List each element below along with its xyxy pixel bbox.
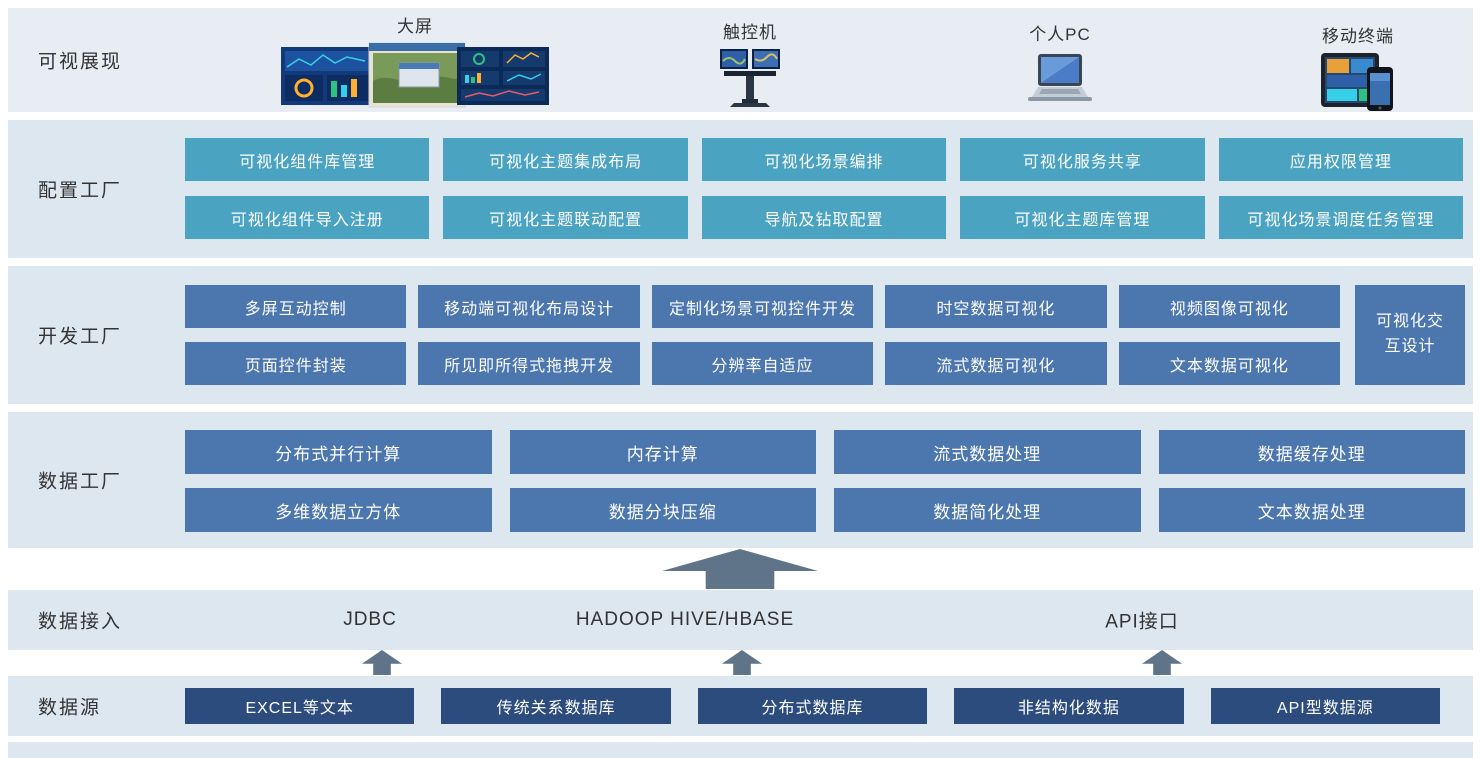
- config-module: 可视化场景编排: [701, 138, 947, 181]
- touch-kiosk-icon: [720, 49, 780, 107]
- config-module: 可视化组件库管理: [185, 138, 430, 181]
- dev-module: 页面控件封装: [185, 342, 407, 385]
- config-module: 可视化服务共享: [960, 138, 1205, 181]
- data-source-row: EXCEL等文本 传统关系数据库 分布式数据库 非结构化数据 API型数据源: [185, 688, 1441, 724]
- config-module: 可视化主题库管理: [960, 196, 1205, 239]
- device-mobile-terminal: 移动终端: [1310, 22, 1406, 111]
- big-screen-icon: [281, 42, 549, 108]
- dev-module: 多屏互动控制: [185, 285, 407, 328]
- data-module: 文本数据处理: [1158, 488, 1465, 532]
- device-big-screen: 大屏: [276, 12, 554, 111]
- data-module: 数据简化处理: [834, 488, 1141, 532]
- dev-factory-band: 开发工厂 多屏互动控制 移动端可视化布局设计 定制化场景可视控件开发 时空数据可…: [8, 266, 1473, 404]
- small-up-arrow-icon: [362, 650, 402, 675]
- data-access-band: 数据接入 JDBC HADOOP HIVE/HBASE API接口: [8, 590, 1473, 650]
- access-item-api: API接口: [1105, 611, 1179, 633]
- visual-display-band: 可视展现 大屏: [8, 8, 1473, 112]
- dev-module: 视频图像可视化: [1118, 285, 1341, 328]
- dev-module: 流式数据可视化: [885, 342, 1107, 385]
- device-big-screen-label: 大屏: [397, 17, 433, 36]
- config-module: 可视化组件导入注册: [185, 196, 430, 239]
- source-module: API型数据源: [1210, 688, 1441, 724]
- dev-factory-label: 开发工厂: [38, 326, 123, 348]
- access-item-jdbc: JDBC: [343, 609, 397, 630]
- dev-module: 时空数据可视化: [885, 285, 1107, 328]
- data-factory-row-1: 分布式并行计算 内存计算 流式数据处理 数据缓存处理: [185, 430, 1465, 474]
- data-module: 数据缓存处理: [1158, 430, 1465, 474]
- source-module: 分布式数据库: [697, 688, 928, 724]
- data-factory-band: 数据工厂 分布式并行计算 内存计算 流式数据处理 数据缓存处理 多维数据立方体 …: [8, 412, 1473, 548]
- config-factory-band: 配置工厂 可视化组件库管理 可视化主题集成布局 可视化场景编排 可视化服务共享 …: [8, 120, 1473, 258]
- tablet-phone-icon: [1321, 53, 1393, 111]
- dev-module: 所见即所得式拖拽开发: [418, 342, 640, 385]
- data-module: 多维数据立方体: [185, 488, 492, 532]
- dev-factory-row-2: 页面控件封装 所见即所得式拖拽开发 分辨率自适应 流式数据可视化 文本数据可视化: [185, 342, 1341, 385]
- config-module: 应用权限管理: [1218, 138, 1464, 181]
- data-factory-label: 数据工厂: [38, 471, 123, 493]
- access-item-hadoop: HADOOP HIVE/HBASE: [575, 609, 795, 630]
- footer-strip: [8, 742, 1473, 758]
- config-module: 可视化主题集成布局: [443, 138, 688, 181]
- device-touch-kiosk: 触控机: [708, 18, 792, 109]
- data-module: 流式数据处理: [834, 430, 1141, 474]
- device-touch-kiosk-label: 触控机: [723, 23, 777, 42]
- source-module: 传统关系数据库: [441, 688, 671, 724]
- data-source-label: 数据源: [38, 697, 102, 719]
- data-access-label: 数据接入: [38, 611, 123, 633]
- laptop-icon: [1028, 54, 1092, 101]
- device-personal-pc: 个人PC: [1016, 20, 1104, 103]
- small-up-arrow-icon: [1142, 650, 1182, 675]
- source-module: 非结构化数据: [954, 688, 1184, 724]
- small-up-arrow-icon: [722, 650, 762, 675]
- config-module: 可视化场景调度任务管理: [1218, 196, 1464, 239]
- display-band-label: 可视展现: [38, 51, 123, 73]
- device-mobile-terminal-label: 移动终端: [1322, 27, 1394, 46]
- data-module: 数据分块压缩: [509, 488, 816, 532]
- big-up-arrow-icon: [662, 549, 818, 589]
- source-module: EXCEL等文本: [185, 688, 415, 724]
- data-factory-row-2: 多维数据立方体 数据分块压缩 数据简化处理 文本数据处理: [185, 488, 1465, 532]
- config-module: 可视化主题联动配置: [443, 196, 688, 239]
- config-module: 导航及钻取配置: [701, 196, 947, 239]
- config-factory-row-1: 可视化组件库管理 可视化主题集成布局 可视化场景编排 可视化服务共享 应用权限管…: [185, 138, 1464, 181]
- data-source-band: 数据源 EXCEL等文本 传统关系数据库 分布式数据库 非结构化数据 API型数…: [8, 676, 1473, 736]
- data-module: 内存计算: [509, 430, 816, 474]
- config-factory-label: 配置工厂: [38, 180, 123, 202]
- dev-module-interaction-design: 可视化交互设计: [1355, 285, 1465, 385]
- dev-factory-row-1: 多屏互动控制 移动端可视化布局设计 定制化场景可视控件开发 时空数据可视化 视频…: [185, 285, 1341, 328]
- dev-module: 分辨率自适应: [651, 342, 874, 385]
- dev-module: 文本数据可视化: [1118, 342, 1341, 385]
- device-personal-pc-label: 个人PC: [1029, 25, 1091, 44]
- dev-module: 移动端可视化布局设计: [418, 285, 640, 328]
- dev-module: 定制化场景可视控件开发: [651, 285, 874, 328]
- config-factory-row-2: 可视化组件导入注册 可视化主题联动配置 导航及钻取配置 可视化主题库管理 可视化…: [185, 196, 1464, 239]
- data-module: 分布式并行计算: [185, 430, 492, 474]
